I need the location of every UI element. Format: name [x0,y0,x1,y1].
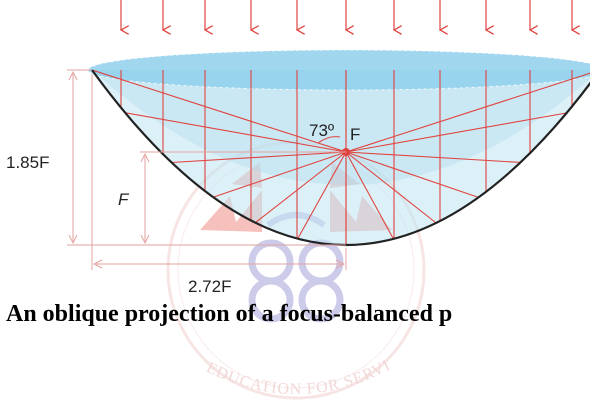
dish-rim [88,50,590,90]
radius-dimension-label: 2.72F [188,277,231,296]
reflected-rays [92,70,590,245]
focal-length-label: F [118,190,130,209]
angle-label: 73º [309,121,334,140]
depth-dimension-label: 1.85F [6,153,49,172]
dimension-lines [67,69,347,270]
figure-caption: An oblique projection of a focus-balance… [6,301,453,327]
incoming-rays [121,0,572,30]
angle-arc [317,136,341,144]
focus-label: F [350,125,360,144]
